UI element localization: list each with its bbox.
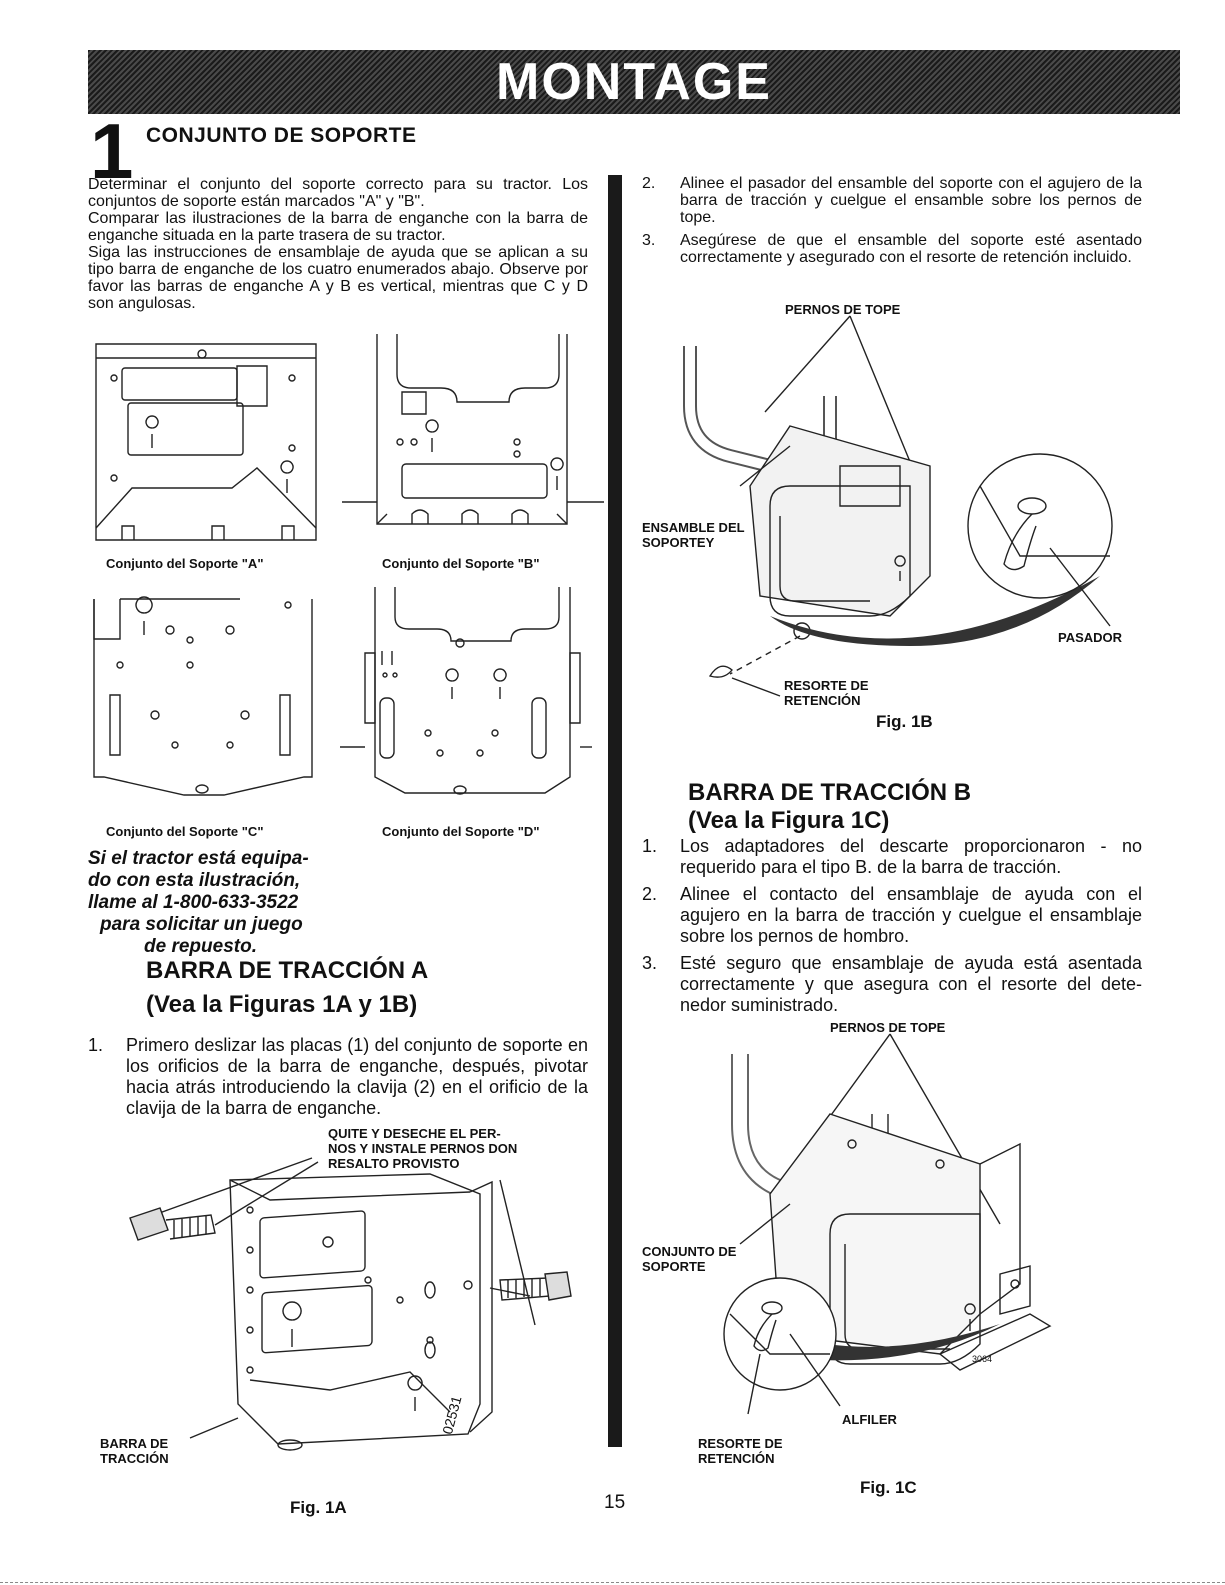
fig1c-label-resorte: RESORTE DE RETENCIÓN <box>698 1436 783 1466</box>
fig1b-label-resorte: RESORTE DE RETENCIÓN <box>784 678 869 708</box>
note-line: de repuesto. <box>144 936 257 957</box>
step-text: Alinee el pasador del ensamble del sopor… <box>680 175 1142 226</box>
fig1c-label-alfiler: ALFILER <box>842 1412 897 1427</box>
step-number: 3. <box>642 953 658 973</box>
bottom-rule <box>0 1582 1225 1585</box>
caption-bracket-d: Conjunto del Soporte "D" <box>382 824 540 839</box>
barra-b-subtitle: (Vea la Figura 1C) <box>688 807 890 834</box>
fig1b-illustration <box>640 316 1140 696</box>
step-number: 1. <box>642 836 658 856</box>
header-banner: MONTAGE <box>88 50 1180 114</box>
barra-b-steps: 1. Los adaptadores del descarte proporci… <box>642 836 1142 1022</box>
label-line: QUITE Y DESECHE EL PER- <box>328 1126 501 1141</box>
step-text: Alinee el contacto del ensamblaje de ayu… <box>680 884 1142 946</box>
column-divider <box>608 175 622 1447</box>
label-line: SOPORTEY <box>642 535 715 550</box>
fig1c-label-conjunto: CONJUNTO DE SOPORTE <box>642 1244 736 1274</box>
barra-b-title: BARRA DE TRACCIÓN B <box>688 779 972 806</box>
fig1c-code: 3064 <box>972 1354 993 1364</box>
fig1c-label-pernos: PERNOS DE TOPE <box>830 1020 946 1035</box>
caption-bracket-a: Conjunto del Soporte "A" <box>106 556 264 571</box>
bracket-d-illustration <box>340 583 595 808</box>
step-number: 3. <box>642 232 656 249</box>
caption-bracket-c: Conjunto del Soporte "C" <box>106 824 264 839</box>
barra-a-title: BARRA DE TRACCIÓN A <box>146 957 429 984</box>
label-line: SOPORTE <box>642 1259 706 1274</box>
bracket-a-illustration <box>92 338 322 548</box>
label-line: RESORTE DE <box>784 678 869 693</box>
section-number: 1 <box>90 107 134 195</box>
list-item: 2. Alinee el pasador del ensamble del so… <box>642 175 1142 226</box>
bracket-b-illustration <box>342 330 607 542</box>
note-line: do con esta ilustración, <box>88 870 301 891</box>
caption-bracket-b: Conjunto del Soporte "B" <box>382 556 540 571</box>
label-line: RESALTO PROVISTO <box>328 1156 460 1171</box>
fig1a-label-top: QUITE Y DESECHE EL PER- NOS Y INSTALE PE… <box>328 1126 517 1171</box>
label-line: ENSAMBLE DEL <box>642 520 745 535</box>
step-number: 1. <box>88 1035 104 1055</box>
label-line: RETENCIÓN <box>784 693 861 708</box>
list-item: 2. Alinee el contacto del ensamblaje de … <box>642 884 1142 947</box>
barra-a-subtitle: (Vea la Figuras 1A y 1B) <box>146 991 418 1018</box>
list-item: 3. Asegúrese de que el ensamble del sopo… <box>642 232 1142 266</box>
intro-text: Determinar el conjunto del soporte corre… <box>88 176 588 312</box>
list-item: 1. Primero deslizar las placas (1) del c… <box>88 1035 588 1119</box>
fig1a-illustration <box>90 1140 600 1470</box>
step-text: Asegúrese de que el ensamble del soporte… <box>680 232 1142 266</box>
step-number: 2. <box>642 884 658 904</box>
intro-paragraph: Siga las instrucciones de ensamblaje de … <box>88 244 588 312</box>
note-line: para solicitar un juego <box>100 914 303 935</box>
step-text: Los adaptadores del descarte proporciona… <box>680 836 1142 877</box>
note-line: Si el tractor está equipa- <box>88 848 309 869</box>
step-text: Primero deslizar las placas (1) del conj… <box>126 1035 588 1118</box>
barra-a-steps-right: 2. Alinee el pasador del ensamble del so… <box>642 175 1142 272</box>
intro-paragraph: Comparar las ilustraciones de la barra d… <box>88 210 588 244</box>
fig1b-label-ensamble: ENSAMBLE DEL SOPORTEY <box>642 520 745 550</box>
label-line: BARRA DE <box>100 1436 169 1451</box>
label-line: RETENCIÓN <box>698 1451 775 1466</box>
step-number: 2. <box>642 175 656 192</box>
label-line: CONJUNTO DE <box>642 1244 737 1259</box>
page-title: MONTAGE <box>496 53 772 111</box>
fig1c-illustration <box>640 1034 1140 1454</box>
label-line: NOS Y INSTALE PERNOS DON <box>328 1141 518 1156</box>
list-item: 3. Esté seguro que ensamblaje de ayuda e… <box>642 953 1142 1016</box>
label-line: TRACCIÓN <box>100 1451 169 1466</box>
fig1a-caption: Fig. 1A <box>290 1498 347 1517</box>
fig1a-label-bottom: BARRA DE TRACCIÓN <box>100 1436 169 1466</box>
intro-paragraph: Determinar el conjunto del soporte corre… <box>88 176 588 210</box>
fig1c-caption: Fig. 1C <box>860 1478 917 1497</box>
fig1b-caption: Fig. 1B <box>876 712 933 731</box>
bracket-c-illustration <box>90 595 315 807</box>
step-text: Esté seguro que ensamblaje de ayuda está… <box>680 953 1142 1015</box>
fig1b-label-pernos: PERNOS DE TOPE <box>785 302 901 317</box>
fig1b-label-pasador: PASADOR <box>1058 630 1123 645</box>
barra-a-steps-left: 1. Primero deslizar las placas (1) del c… <box>88 1035 588 1125</box>
page-number: 15 <box>604 1492 626 1513</box>
replacement-note: Si el tractor está equipa- do con esta i… <box>88 848 348 958</box>
list-item: 1. Los adaptadores del descarte proporci… <box>642 836 1142 878</box>
label-line: RESORTE DE <box>698 1436 783 1451</box>
section-title: CONJUNTO DE SOPORTE <box>146 124 417 147</box>
note-line: llame al 1-800-633-3522 <box>88 892 299 913</box>
